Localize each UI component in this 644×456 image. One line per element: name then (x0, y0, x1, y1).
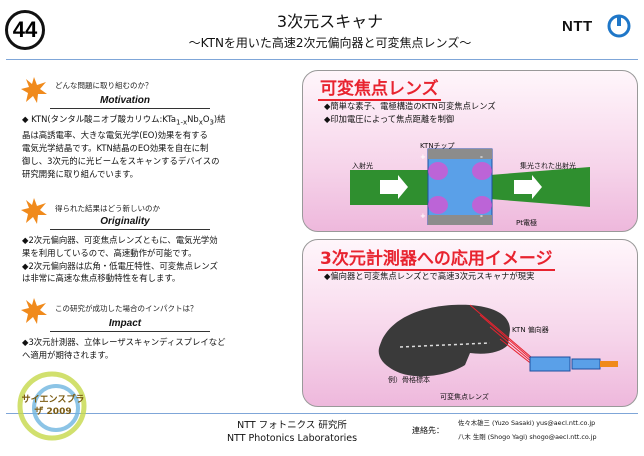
top-electrode (428, 149, 492, 159)
org-name-en: NTT Photonics Laboratories (226, 433, 358, 444)
org-name-ja: NTT フォトニクス 研究所 (237, 420, 347, 431)
star-burst-icon (21, 298, 47, 324)
ktn-chip-label: KTNチップ (420, 142, 455, 150)
motivation-rule (50, 108, 210, 109)
arrow-right-icon (380, 175, 408, 199)
deflector-chip (529, 356, 571, 372)
impact-question: この研究が成功した場合のインパクトは？ (55, 304, 198, 313)
impact-rule (50, 331, 210, 332)
lens-diagram (350, 148, 590, 225)
originality-question: 得られた結果はどう新しいのか (55, 204, 160, 213)
variable-lens-label: 可変焦点レンズ (440, 393, 489, 401)
plus-sign: + (420, 153, 426, 161)
lens-bullet-2: ◆印加電圧によって焦点距離を制御 (324, 114, 455, 124)
minus-sign: - (480, 212, 483, 220)
logo-text: サイエンスプラザ 2009 (21, 395, 85, 417)
minus-sign: - (480, 153, 483, 161)
application-bullet-1: ◆偏向器と可変焦点レンズとで高速3次元スキャナが現実 (324, 271, 535, 281)
lens-chip (571, 358, 601, 370)
contact-line-2: 八木 生剛 (Shogo Yagi) shogo@aecl.ntt.co.jp (458, 433, 597, 441)
lens-panel-title: 可変焦点レンズ (318, 74, 441, 101)
ntt-brand: NTT (562, 18, 593, 35)
originality-text: ◆2次元偏向器、可変焦点レンズともに、電気光学効 果を利用しているので、高速動作… (22, 235, 218, 284)
bottom-electrode (428, 215, 492, 225)
arrow-right-icon (514, 175, 542, 199)
impact-heading: Impact (108, 318, 142, 329)
input-light-label: 入射光 (352, 162, 373, 170)
application-panel-title: 3次元計測器への応用イメージ (318, 244, 555, 271)
star-burst-icon (21, 77, 47, 103)
pt-electrode-label: Pt電極 (516, 219, 537, 227)
diamond-bullet-icon: ◆ (22, 114, 32, 124)
motivation-text: ◆ KTN(タンタル酸ニオブ酸カリウム:KTa1-xNbxO3)結 晶は高誘電率… (22, 114, 226, 179)
page-title: 3次元スキャナ (276, 12, 384, 31)
laser-source (600, 361, 618, 367)
science-plaza-logo: サイエンスプラザ 2009 (4, 360, 100, 452)
poster-number: 44 (5, 10, 45, 50)
sample-label: 例）骨格標本 (388, 376, 430, 384)
plus-sign: + (420, 212, 426, 220)
page-subtitle: ～KTNを用いた高速2次元偏向器と可変焦点レンズ～ (188, 36, 472, 50)
ktn-deflector-label: KTN 偏向器 (512, 326, 549, 334)
motivation-question: どんな問題に取り組むのか？ (55, 81, 153, 90)
lens-bullet-1: ◆簡単な素子、電極構造のKTN可変焦点レンズ (324, 101, 496, 111)
output-light-label: 集光された出射光 (520, 162, 576, 170)
footer-rule (6, 413, 638, 414)
originality-rule (50, 229, 210, 230)
contact-label: 連絡先： (412, 426, 444, 435)
contact-line-1: 佐々木雄三 (Yuzo Sasaki) yus@aecl.ntt.co.jp (458, 419, 596, 427)
impact-text: ◆3次元計測器、立体レーザスキャンディスプレイなど へ適用が期待されます。 (22, 337, 226, 360)
star-burst-icon (21, 198, 47, 224)
ntt-logo-icon (607, 14, 631, 38)
skull-shape (378, 304, 510, 377)
dinosaur-scan-illustration (378, 304, 618, 377)
header-rule (6, 59, 638, 60)
originality-heading: Originality (100, 216, 150, 227)
motivation-heading: Motivation (100, 95, 150, 106)
